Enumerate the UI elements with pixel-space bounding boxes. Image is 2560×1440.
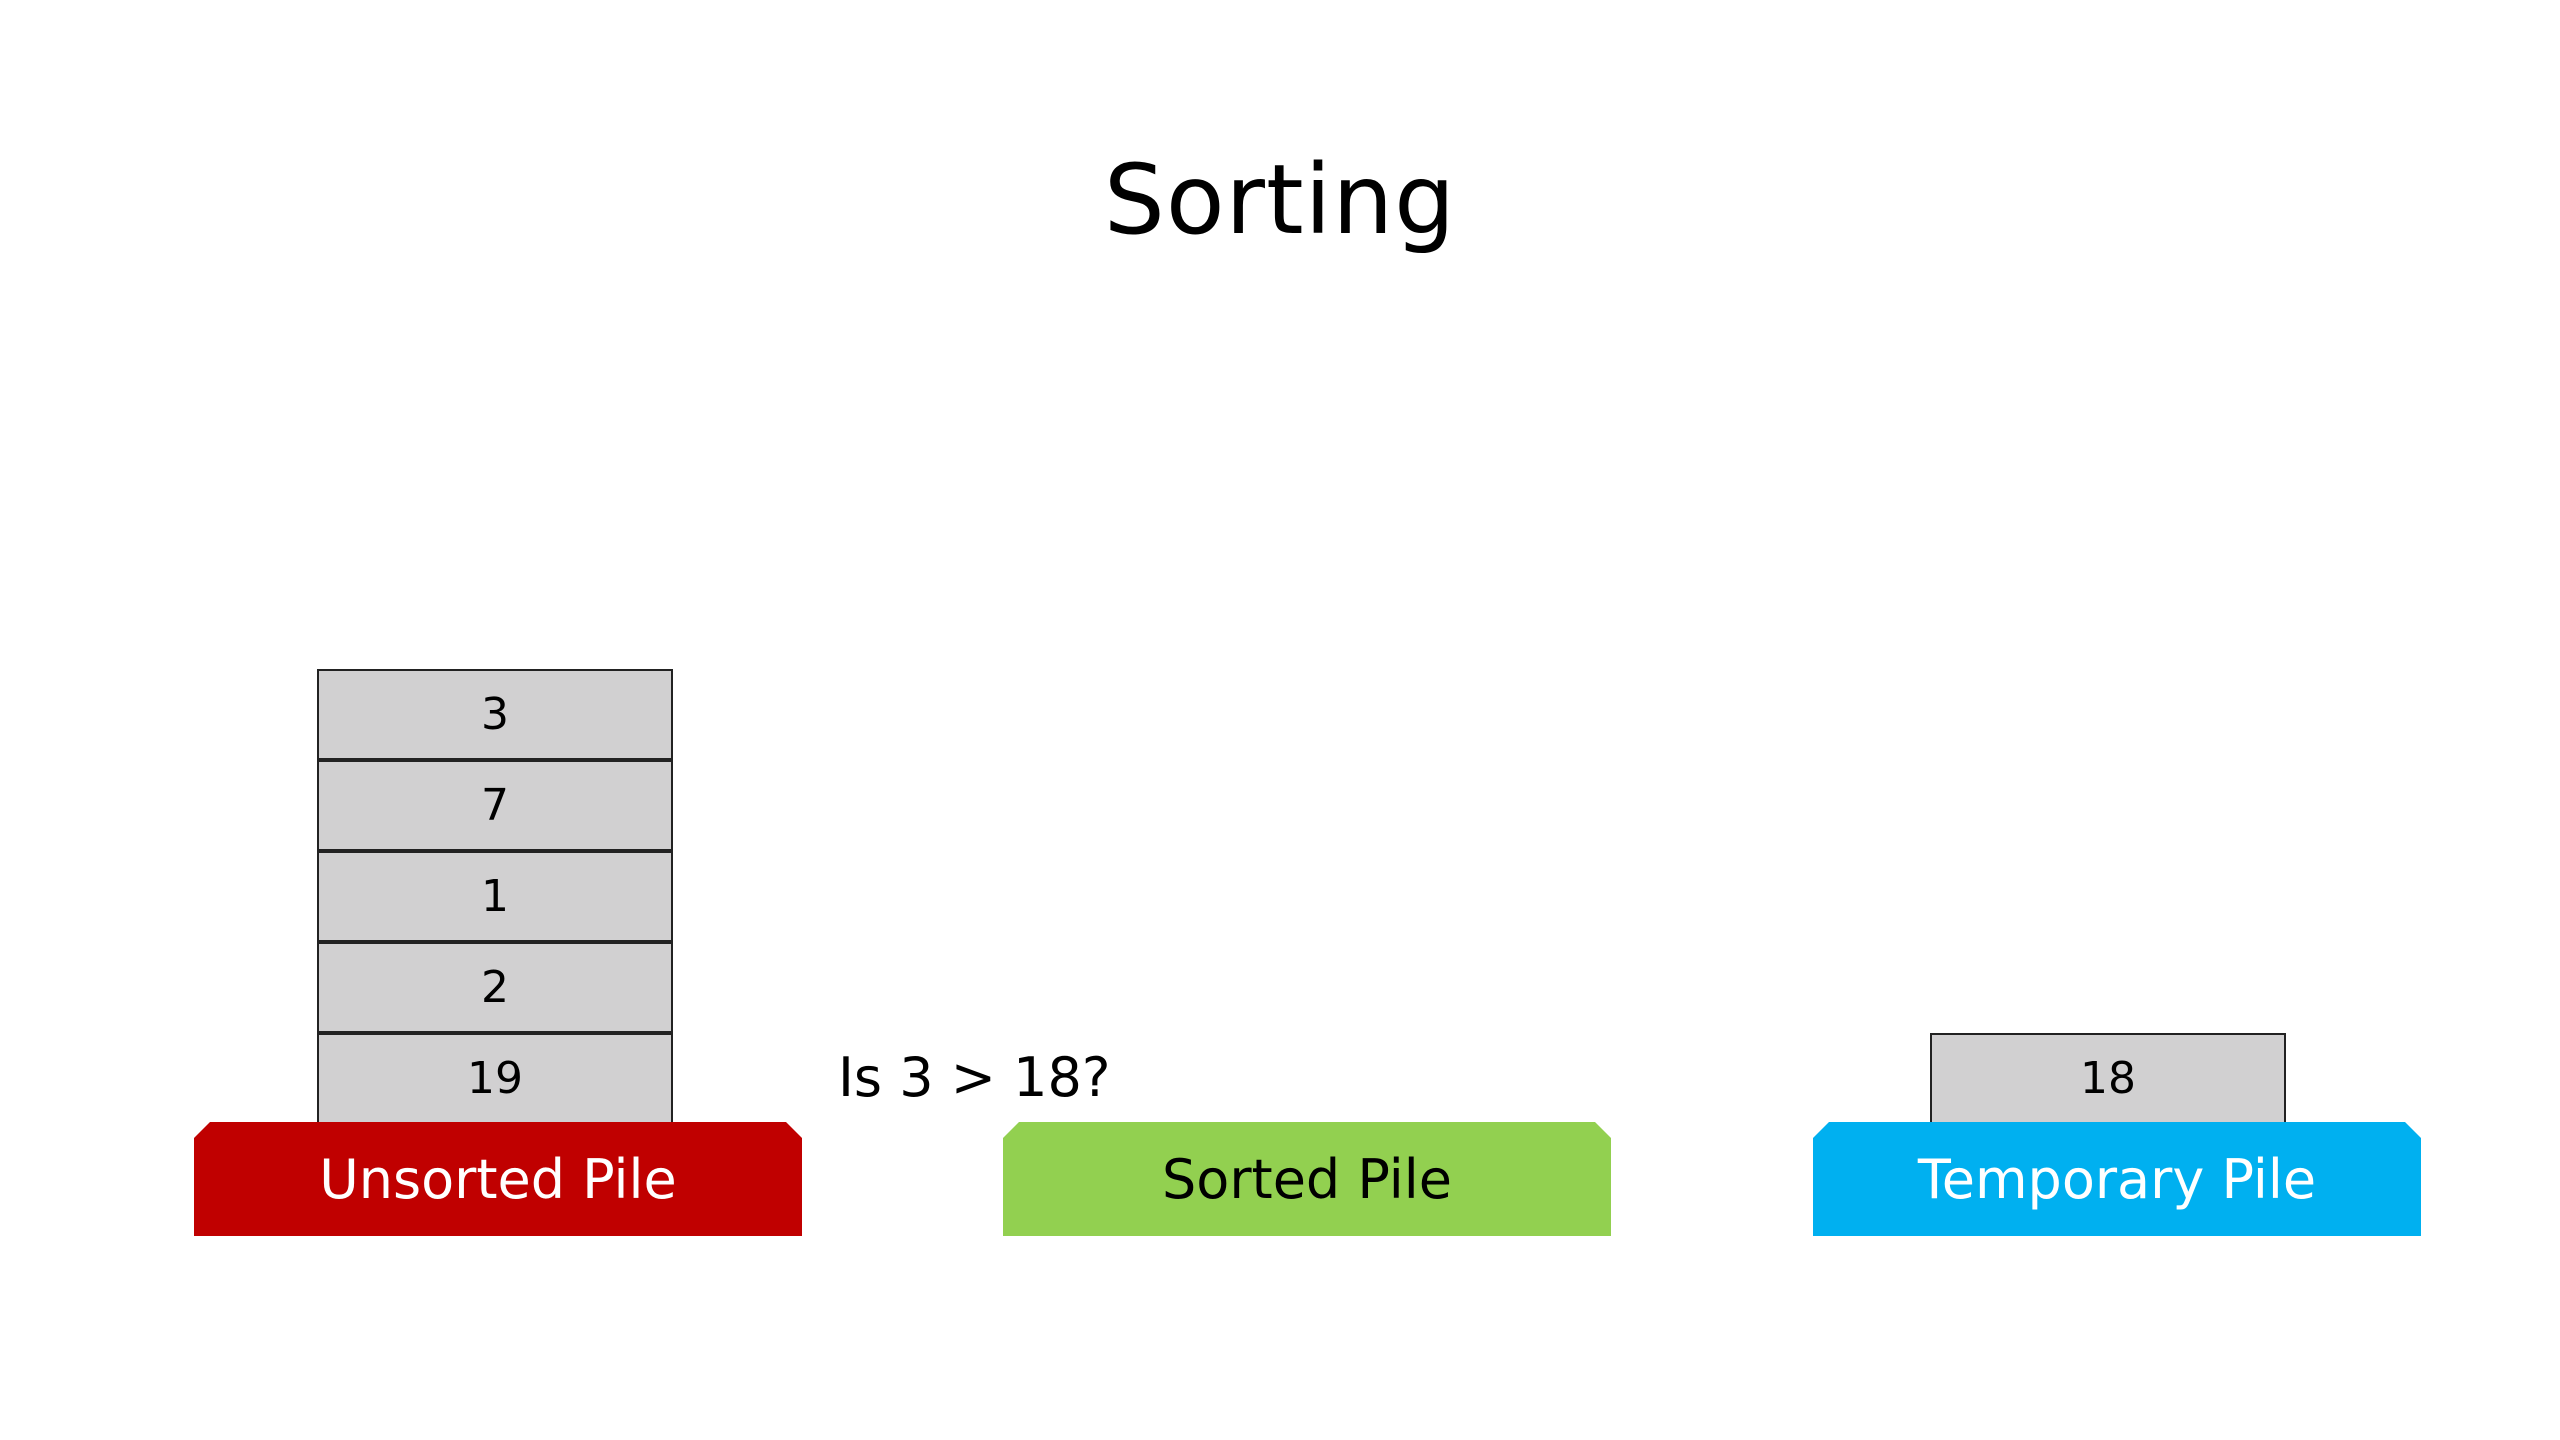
sorted-pile-base: Sorted Pile bbox=[1003, 1122, 1611, 1236]
unsorted-card: 7 bbox=[317, 760, 673, 851]
unsorted-card: 1 bbox=[317, 851, 673, 942]
unsorted-card: 3 bbox=[317, 669, 673, 760]
unsorted-card: 2 bbox=[317, 942, 673, 1033]
temporary-pile-base: Temporary Pile bbox=[1813, 1122, 2421, 1236]
slide-title: Sorting bbox=[1103, 144, 1457, 256]
unsorted-card: 19 bbox=[317, 1033, 673, 1124]
temporary-card: 18 bbox=[1930, 1033, 2286, 1124]
comparison-question: Is 3 > 18? bbox=[838, 1046, 1111, 1109]
unsorted-pile-base: Unsorted Pile bbox=[194, 1122, 802, 1236]
